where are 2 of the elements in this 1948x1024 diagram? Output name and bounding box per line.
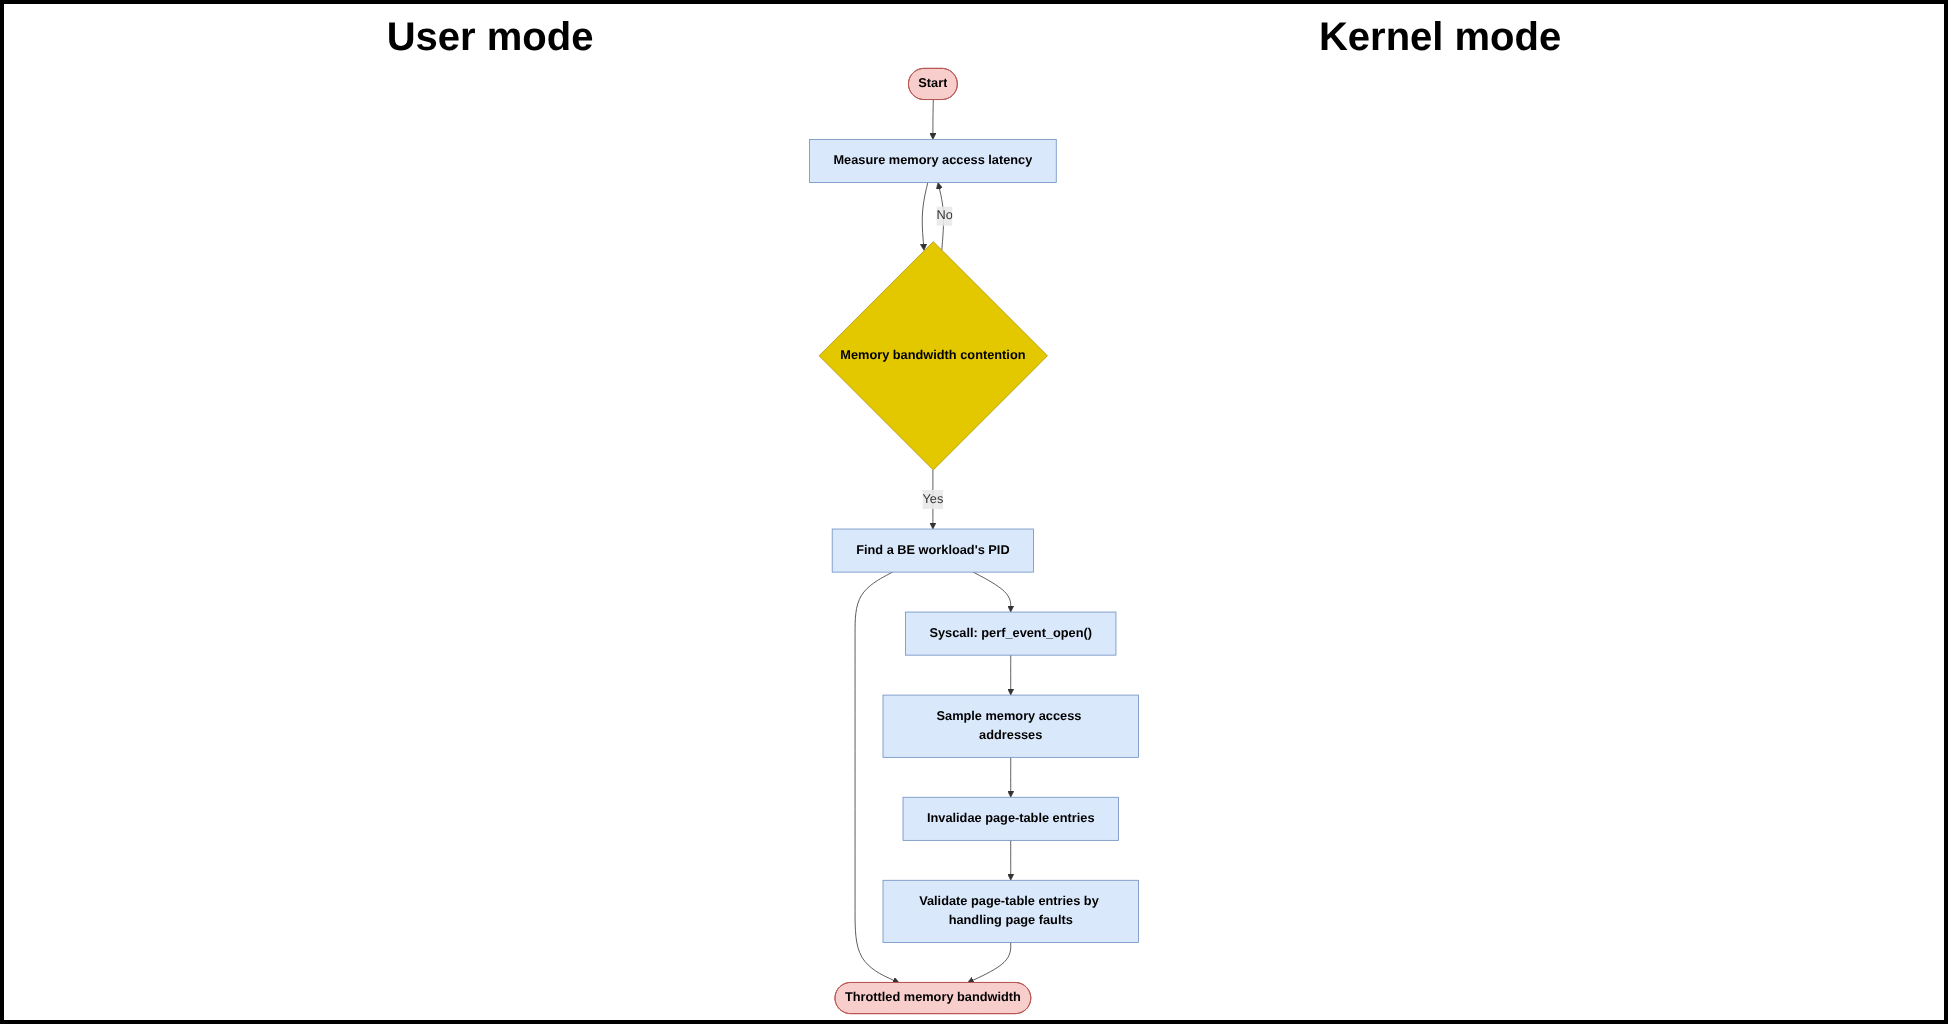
section-heading: Kernel mode xyxy=(1318,16,1562,62)
section-heading: User mode xyxy=(386,16,594,62)
